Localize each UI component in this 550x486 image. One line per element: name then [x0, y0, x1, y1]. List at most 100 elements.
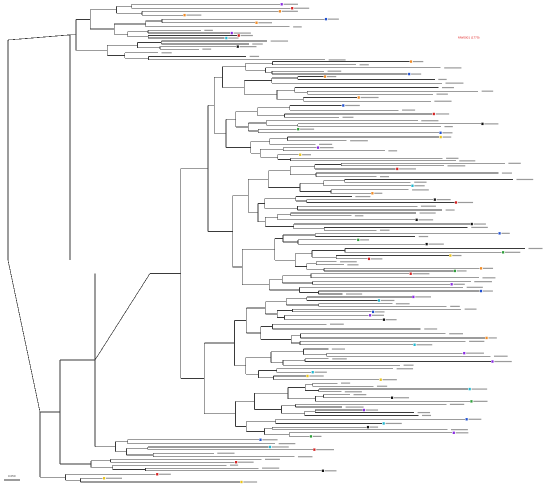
taxon-label-placeholder [238, 461, 254, 463]
taxon-marker [240, 480, 243, 484]
taxon-marker [316, 146, 320, 149]
taxon-label-placeholder [455, 432, 469, 434]
taxon-label-placeholder [353, 394, 367, 396]
taxon-marker [313, 448, 316, 451]
taxon-marker [371, 310, 375, 314]
taxon-label-placeholder [186, 14, 202, 16]
taxon-label-placeholder [385, 422, 402, 425]
taxon-label-placeholder [428, 243, 444, 245]
taxon-label-placeholder [302, 154, 311, 156]
taxon-marker [396, 167, 399, 171]
taxon-label-placeholder [388, 150, 398, 152]
taxon-label-placeholder [414, 185, 425, 187]
taxon-label-placeholder [412, 273, 430, 275]
taxon-label-placeholder [420, 205, 436, 207]
scale-bar-group: 0.050 [4, 474, 20, 481]
taxon-label-placeholder [228, 37, 239, 39]
taxon-label-placeholder [415, 296, 431, 298]
taxon-label-placeholder [379, 229, 390, 231]
taxon-label-placeholder [488, 337, 497, 339]
taxon-label-placeholder [262, 467, 280, 469]
taxon-label-placeholder [312, 435, 322, 437]
taxon-marker [323, 75, 327, 78]
taxon-marker [299, 153, 302, 156]
taxon-label-placeholder [346, 293, 363, 295]
taxon-marker [268, 445, 272, 449]
taxon-label-placeholder [342, 116, 354, 118]
taxon-label-placeholder [442, 136, 452, 138]
taxon-marker [237, 34, 240, 37]
taxon-label-placeholder [300, 128, 315, 130]
taxon-label-placeholder [444, 126, 453, 128]
taxon-marker [259, 438, 262, 441]
taxon-label-placeholder [380, 299, 395, 302]
taxon-label-placeholder [370, 258, 383, 260]
taxon-label-placeholder [319, 143, 333, 145]
taxon-marker [368, 314, 372, 317]
taxon-label-placeholder [204, 29, 213, 31]
taxon-label-placeholder [466, 286, 483, 288]
taxon-marker [413, 343, 416, 346]
taxon-marker [452, 431, 455, 435]
taxon-label-placeholder [436, 199, 451, 201]
taxon-label-placeholder [473, 223, 486, 225]
taxon-marker [366, 425, 370, 429]
taxon-label-placeholder [365, 409, 379, 411]
taxon-label-placeholder [385, 319, 397, 321]
taxon-label-placeholder [105, 477, 123, 479]
taxon-label-placeholder [278, 443, 296, 445]
taxon-label-placeholder [399, 168, 416, 170]
taxon-label-placeholder [528, 247, 543, 250]
taxon-label-placeholder [501, 172, 512, 174]
taxon-label-placeholder [411, 73, 422, 75]
taxon-marker [357, 96, 360, 99]
taxon-marker [465, 418, 468, 421]
taxon-label-placeholder [442, 132, 453, 134]
taxon-marker [470, 222, 473, 226]
taxon-label-placeholder [449, 403, 465, 405]
taxon-label-placeholder [360, 96, 379, 99]
taxon-label-placeholder [473, 400, 488, 402]
taxon-label-placeholder [435, 113, 450, 115]
taxon-marker [454, 201, 458, 204]
taxon-label-placeholder [445, 82, 464, 84]
taxon-marker [433, 198, 436, 201]
taxon-label-placeholder [202, 48, 212, 50]
taxon-marker [306, 374, 309, 378]
taxon-label-placeholder [374, 311, 385, 313]
taxon-label-placeholder [341, 382, 351, 384]
taxon-marker [412, 295, 415, 299]
taxon-label-placeholder [314, 371, 327, 373]
taxon-label-placeholder [369, 426, 379, 428]
taxon-label-placeholder [469, 340, 485, 342]
tree-branches [7, 3, 525, 483]
taxon-marker [311, 370, 314, 374]
taxon-label-placeholder [354, 215, 364, 217]
taxon-label-placeholder [350, 140, 368, 142]
taxon-marker [481, 122, 484, 126]
taxon-marker [468, 387, 471, 391]
taxon-label-placeholder [159, 473, 171, 475]
taxon-label-placeholder [379, 176, 390, 178]
taxon-marker [491, 360, 494, 363]
taxon-label-placeholder [294, 7, 310, 9]
taxon-marker [409, 60, 413, 63]
taxon-marker [439, 135, 442, 139]
taxon-label-placeholder [457, 201, 474, 204]
tree-branch [94, 273, 151, 361]
taxon-label-placeholder [450, 429, 468, 431]
taxon-label-placeholder [240, 34, 253, 37]
taxon-label-placeholder [217, 452, 235, 454]
taxon-marker [479, 267, 483, 270]
taxon-marker [463, 351, 466, 355]
taxon-label-placeholder [445, 209, 455, 211]
taxon-marker [498, 232, 501, 235]
taxon-label-placeholder [450, 305, 460, 307]
taxon-label-placeholder [482, 267, 494, 269]
taxon-label-placeholder [382, 379, 397, 381]
taxon-label-placeholder [449, 333, 464, 335]
taxon-label-placeholder [422, 414, 432, 417]
taxon-label-placeholder [501, 232, 510, 234]
taxon-label-placeholder [230, 464, 239, 466]
taxon-label-placeholder [421, 120, 439, 122]
